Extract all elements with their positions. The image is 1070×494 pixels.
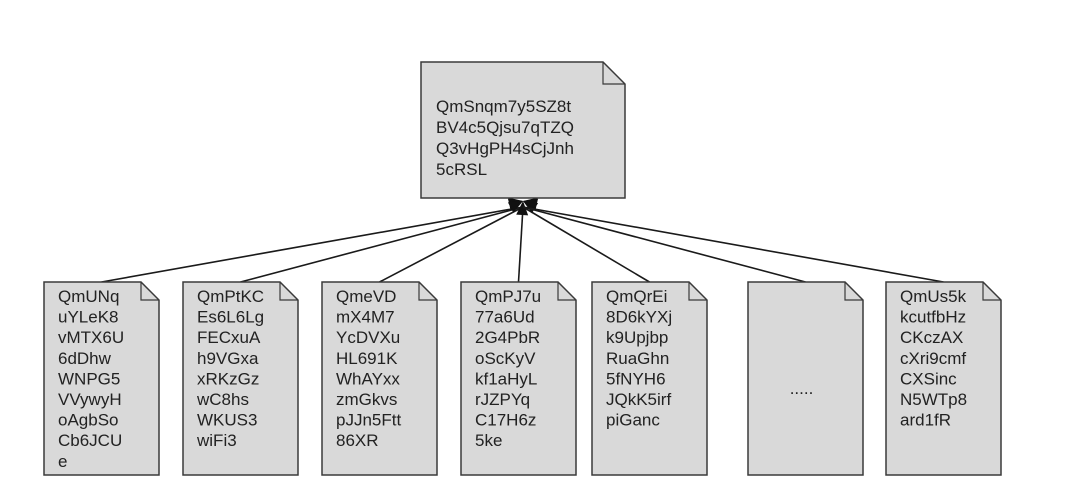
child-node-2-fold <box>279 282 298 301</box>
child-node-1-line: QmUNq <box>58 287 119 306</box>
child-node-5-shape <box>591 281 708 476</box>
child-node-2-line: QmPtKC <box>197 287 264 306</box>
child-node-1-fold <box>140 282 159 301</box>
root-node-fold <box>602 62 625 85</box>
child-node-4-line: kf1aHyL <box>475 369 537 388</box>
child-node-1-line: WNPG5 <box>58 369 120 388</box>
child-node-2-line: wiFi3 <box>196 431 237 450</box>
child-node-3-line: mX4M7 <box>336 308 395 327</box>
child-node-7-line: N5WTp8 <box>900 390 967 409</box>
child-node-5-line: 5fNYH6 <box>606 369 666 388</box>
child-node-ellipsis-shape <box>747 281 864 476</box>
edge-child-7-to-root <box>522 206 944 283</box>
edge-child-4-to-root <box>517 206 524 283</box>
child-node-7-line: CXSinc <box>900 369 957 388</box>
child-node-4-shape <box>460 281 577 476</box>
child-node-4-line: 5ke <box>475 431 502 450</box>
root-node-line: Q3vHgPH4sCjJnh <box>436 139 574 158</box>
child-node-5-line: 8D6kYXj <box>606 308 672 327</box>
arrowhead-icon <box>507 201 523 213</box>
child-node-7-line: QmUs5k <box>900 287 967 306</box>
child-node-2-line: FECxuA <box>197 328 261 347</box>
child-node-5-line: piGanc <box>606 411 660 430</box>
child-node-2-shape <box>182 281 299 476</box>
child-node-ellipsis: ..... <box>747 281 864 476</box>
child-node-4-line: C17H6z <box>475 411 536 430</box>
child-node-1-line: uYLeK8 <box>58 308 119 327</box>
edge-child-3-to-root <box>379 206 524 283</box>
edge-child-1-to-root <box>101 206 524 283</box>
arrowhead-icon <box>516 201 529 216</box>
child-node-4-line: 2G4PbR <box>475 328 540 347</box>
child-node-3-line: pJJn5Ftt <box>336 411 401 430</box>
child-node-5-line: QmQrEi <box>606 287 667 306</box>
child-node-7-shape <box>885 281 1002 476</box>
root-node-line: 5cRSL <box>436 160 487 179</box>
child-node-3-fold <box>418 282 437 301</box>
edge-child-2-to-root <box>240 206 524 283</box>
child-node-5-line: k9Upjbp <box>606 328 668 347</box>
child-node-3-line: zmGkvs <box>336 390 397 409</box>
child-node-3-line: WhAYxx <box>336 369 400 388</box>
child-node-2-line: h9VGxa <box>197 349 259 368</box>
child-node-4-line: 77a6Ud <box>475 308 535 327</box>
child-node-1-line: VVywyH <box>58 390 122 409</box>
child-node-3-line: YcDVXu <box>336 328 400 347</box>
child-node-5: QmQrEi 8D6kYXjk9UpjbpRuaGhn5fNYH6JQkK5irf… <box>591 281 708 476</box>
edge-child-5-to-root <box>522 206 650 283</box>
child-node-2-line: Es6L6Lg <box>197 308 264 327</box>
child-node-4-fold <box>557 282 576 301</box>
child-node-3-line: QmeVD <box>336 287 396 306</box>
child-node-7-line: CKczAX <box>900 328 963 347</box>
child-node-1-line: oAgbSo <box>58 411 119 430</box>
child-node-2-line: wC8hs <box>196 390 249 409</box>
child-node-ellipsis-fold <box>844 282 863 301</box>
child-node-3-line: HL691K <box>336 349 398 368</box>
child-node-1-line: e <box>58 452 67 471</box>
child-node-2-line: WKUS3 <box>197 411 257 430</box>
child-node-4-line: rJZPYq <box>475 390 530 409</box>
child-node-7-fold <box>982 282 1001 301</box>
child-node-7-line: ard1fR <box>900 411 951 430</box>
child-node-ellipsis-line: ..... <box>790 379 814 398</box>
root-node-line: QmSnqm7y5SZ8t <box>436 97 571 116</box>
child-node-5-line: JQkK5irf <box>606 390 671 409</box>
edge-child-6-to-root <box>522 206 806 283</box>
child-node-1-line: vMTX6U <box>58 328 124 347</box>
child-node-7-line: kcutfbHz <box>900 308 966 327</box>
child-node-4-line: QmPJ7u <box>475 287 541 306</box>
child-node-5-fold <box>688 282 707 301</box>
child-node-5-line: RuaGhn <box>606 349 669 368</box>
child-node-1-shape <box>43 281 160 476</box>
edges-layer <box>101 197 944 283</box>
child-node-7-line: cXri9cmf <box>900 349 966 368</box>
child-node-1-line: Cb6JCU <box>58 431 122 450</box>
child-node-4-line: oScKyV <box>475 349 536 368</box>
child-node-3-line: 86XR <box>336 431 379 450</box>
child-node-2-line: xRKzGz <box>197 369 259 388</box>
root-node-line: BV4c5Qjsu7qTZQ <box>436 118 574 137</box>
child-node-3-shape <box>321 281 438 476</box>
arrowhead-icon <box>523 197 538 210</box>
root-node-shape <box>420 61 626 199</box>
child-node-1-line: 6dDhw <box>58 349 112 368</box>
